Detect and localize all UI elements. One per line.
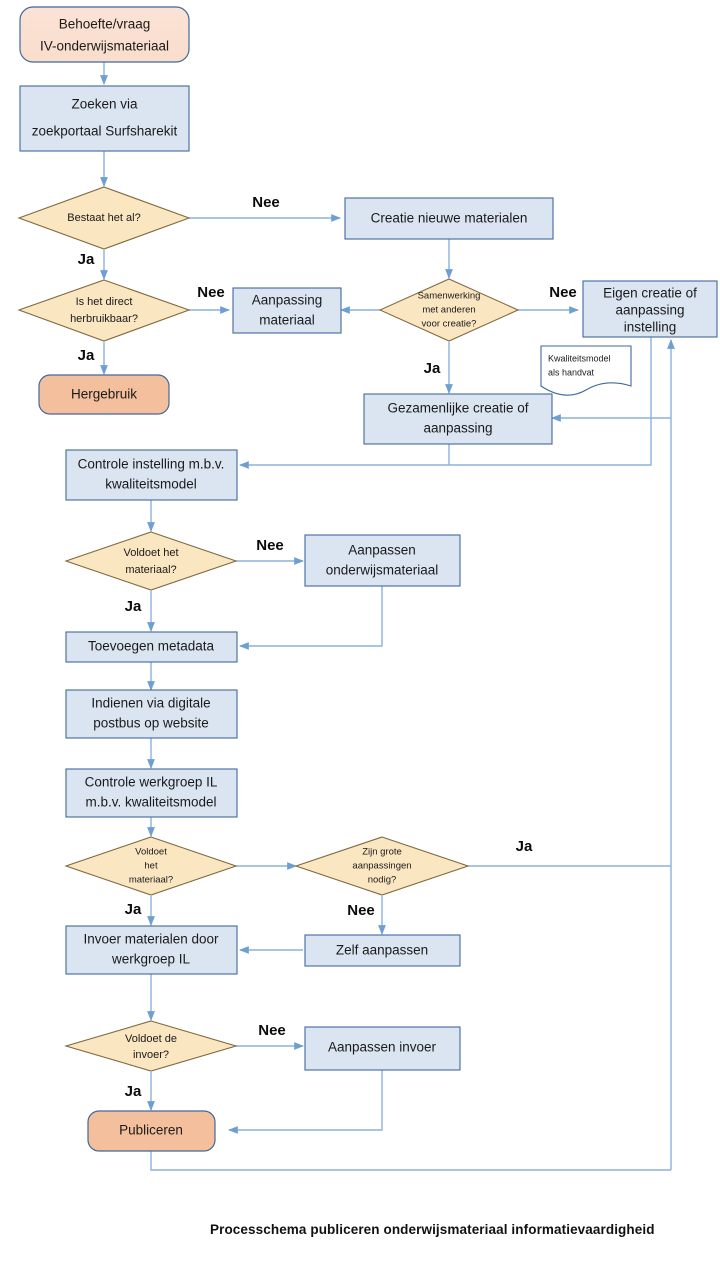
- node-voldoet-materiaal-1[interactable]: Voldoet het materiaal?: [64, 531, 238, 591]
- node-zelfaanpassen-line1: Zelf aanpassen: [336, 943, 428, 958]
- node-start-line2: IV-onderwijsmateriaal: [40, 39, 169, 54]
- node-gezamenlijke-line1: Gezamenlijke creatie of: [387, 401, 528, 416]
- node-aanpassenonder-line1: Aanpassen: [348, 543, 416, 558]
- node-creatie-nieuwe-materialen[interactable]: Creatie nieuwe materialen: [344, 197, 554, 240]
- node-voldoet-invoer[interactable]: Voldoet de invoer?: [64, 1020, 238, 1072]
- node-kwaliteitsmodel-note: Kwaliteitsmodel als handvat: [540, 345, 632, 396]
- node-bestaat-line1: Bestaat het al?: [67, 212, 140, 224]
- node-invoer-materialen[interactable]: Invoer materialen door werkgroep IL: [65, 925, 238, 975]
- node-controlewerk-line1: Controle werkgroep IL: [85, 775, 218, 790]
- node-herbruikbaar-line2: herbruikbaar?: [70, 313, 138, 325]
- node-gezamenlijke-creatie[interactable]: Gezamenlijke creatie of aanpassing: [363, 393, 553, 445]
- node-eigencreatie-line2: aanpassing: [615, 303, 684, 318]
- note-line1: Kwaliteitsmodel: [548, 353, 611, 363]
- node-grote-aanpassingen[interactable]: Zijn grote aanpassingen nodig?: [294, 836, 470, 896]
- node-hergebruik-line1: Hergebruik: [71, 387, 137, 402]
- node-start[interactable]: Behoefte/vraag IV-onderwijsmateriaal: [19, 6, 190, 63]
- node-toevoegen-metadata[interactable]: Toevoegen metadata: [65, 631, 238, 663]
- label-invoer-nee: Nee: [258, 1022, 286, 1039]
- node-invoermat-line2: werkgroep IL: [111, 952, 191, 967]
- node-grote-line2: aanpassingen: [352, 861, 411, 872]
- label-bestaat-nee: Nee: [252, 194, 280, 211]
- node-controle-werkgroep[interactable]: Controle werkgroep IL m.b.v. kwaliteitsm…: [65, 768, 238, 818]
- label-bestaat-ja: Ja: [78, 251, 95, 268]
- node-controle-instelling[interactable]: Controle instelling m.b.v. kwaliteitsmod…: [65, 449, 238, 501]
- node-gezamenlijke-line2: aanpassing: [423, 421, 492, 436]
- node-aanpassingmat-line1: Aanpassing: [252, 293, 323, 308]
- connector-layer: [100, 62, 675, 1171]
- node-eigen-creatie[interactable]: Eigen creatie of aanpassing instelling: [582, 280, 718, 338]
- label-samenwerking-nee: Nee: [549, 284, 577, 301]
- label-voldoet2-ja: Ja: [125, 901, 142, 918]
- note-line2: als handvat: [548, 367, 595, 377]
- node-zoeken-line2: zoekportaal Surfsharekit: [32, 124, 178, 139]
- node-voldoet-materiaal-2[interactable]: Voldoet het materiaal?: [64, 836, 238, 896]
- label-voldoet1-nee: Nee: [256, 537, 284, 554]
- node-samenwerking-line3: voor creatie?: [422, 319, 477, 330]
- node-invoermat-line1: Invoer materialen door: [83, 932, 219, 947]
- node-aanpassenonder-line2: onderwijsmateriaal: [326, 563, 439, 578]
- node-samenwerking-line1: Samenwerking: [418, 291, 481, 302]
- node-voldoet1-line2: materiaal?: [125, 564, 176, 576]
- node-aanpassing-materiaal[interactable]: Aanpassing materiaal: [232, 287, 342, 334]
- node-controleinst-line2: kwaliteitsmodel: [105, 477, 197, 492]
- node-voldoet2-line3: materiaal?: [129, 875, 173, 886]
- node-controlewerk-line2: m.b.v. kwaliteitsmodel: [85, 795, 216, 810]
- label-herbruikbaar-ja: Ja: [78, 347, 95, 364]
- node-controleinst-line1: Controle instelling m.b.v.: [78, 457, 225, 472]
- node-voldoetinvoer-line2: invoer?: [133, 1049, 169, 1061]
- node-aanpassen-invoer[interactable]: Aanpassen invoer: [304, 1026, 461, 1071]
- node-creatie-line1: Creatie nieuwe materialen: [371, 211, 528, 226]
- node-indienen-line1: Indienen via digitale: [91, 696, 210, 711]
- node-indienen-line2: postbus op website: [93, 716, 209, 731]
- edge-aanpassen-to-metadata: [239, 586, 383, 650]
- edge-label-layer: Nee Ja Nee Ja Nee Ja Nee Ja Ja Ja Nee Ne…: [78, 194, 577, 1100]
- node-zoeken-line1: Zoeken via: [71, 97, 138, 112]
- node-aanpasseninvoer-line1: Aanpassen invoer: [328, 1040, 437, 1055]
- node-zelf-aanpassen[interactable]: Zelf aanpassen: [304, 934, 461, 967]
- label-grote-ja: Ja: [516, 838, 533, 855]
- node-zoeken[interactable]: Zoeken via zoekportaal Surfsharekit: [19, 85, 190, 152]
- edge-aanpasseninvoer-to-publiceren: [228, 1070, 383, 1134]
- edge-publiceren-loop: [150, 1151, 671, 1171]
- node-herbruikbaar-line1: Is het direct: [76, 296, 133, 308]
- label-invoer-ja: Ja: [125, 1083, 142, 1100]
- node-publiceren[interactable]: Publiceren: [87, 1110, 216, 1152]
- node-aanpassingmat-line2: materiaal: [259, 313, 315, 328]
- node-voldoetinvoer-line1: Voldoet de: [125, 1033, 177, 1045]
- node-samenwerking-line2: met anderen: [422, 305, 475, 316]
- node-eigencreatie-line3: instelling: [624, 320, 677, 335]
- node-metadata-line1: Toevoegen metadata: [88, 639, 215, 654]
- node-hergebruik[interactable]: Hergebruik: [38, 374, 170, 415]
- node-voldoet2-line2: het: [144, 861, 158, 872]
- node-grote-line3: nodig?: [368, 875, 397, 886]
- diagram-caption: Processchema publiceren onderwijsmateria…: [210, 1222, 655, 1237]
- node-start-line1: Behoefte/vraag: [59, 17, 151, 32]
- label-samenwerking-ja: Ja: [424, 360, 441, 377]
- edge-eigencreatie-to-controle: [239, 337, 652, 469]
- node-voldoet2-line1: Voldoet: [135, 847, 167, 858]
- node-aanpassen-onderwijsmateriaal[interactable]: Aanpassen onderwijsmateriaal: [304, 534, 461, 587]
- node-indienen[interactable]: Indienen via digitale postbus op website: [65, 689, 238, 739]
- node-grote-line1: Zijn grote: [362, 847, 402, 858]
- node-voldoet1-line1: Voldoet het: [123, 547, 178, 559]
- node-is-het-direct-herbruikbaar[interactable]: Is het direct herbruikbaar?: [17, 279, 191, 342]
- node-publiceren-line1: Publiceren: [119, 1123, 183, 1138]
- node-eigencreatie-line1: Eigen creatie of: [603, 286, 697, 301]
- node-bestaat-het-al[interactable]: Bestaat het al?: [17, 186, 191, 250]
- label-voldoet1-ja: Ja: [125, 598, 142, 615]
- node-samenwerking[interactable]: Samenwerking met anderen voor creatie?: [378, 278, 520, 342]
- label-herbruikbaar-nee: Nee: [197, 284, 225, 301]
- label-grote-nee: Nee: [347, 902, 375, 919]
